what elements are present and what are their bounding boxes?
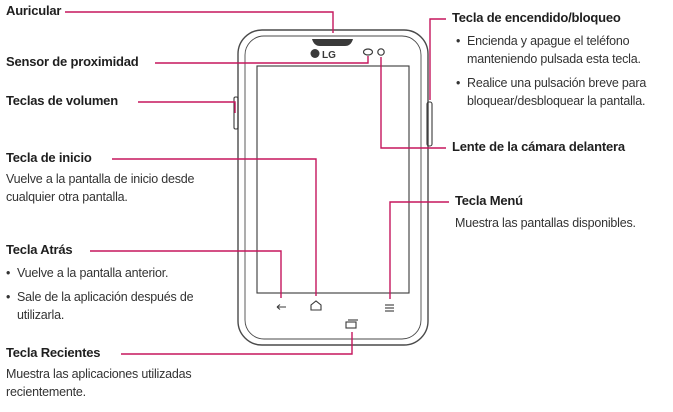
label-tecla-atras: Tecla Atrás [6,242,73,257]
recents-key-icon [345,319,358,329]
label-auricular: Auricular [6,3,62,18]
label-tecla-inicio: Tecla de inicio [6,150,92,165]
desc-tecla-recientes-line-1: Muestra las aplicaciones utilizadas [6,367,192,381]
label-tecla-menu: Tecla Menú [455,193,523,208]
lg-logo-icon [310,49,320,58]
phone-outline [237,29,429,346]
desc-tecla-menu: Muestra las pantallas disponibles. [455,216,636,230]
power-key [426,101,433,147]
label-tecla-recientes: Tecla Recientes [6,345,101,360]
desc-tecla-recientes-line-2: recientemente. [6,385,86,399]
back-key-icon [276,304,286,310]
proximity-sensor [362,48,374,56]
desc-tecla-inicio-line-2: cualquier otra pantalla. [6,190,128,204]
menu-key-icon [385,304,394,312]
bullet-encendido-2: Realice una pulsación breve para [456,75,646,92]
earpiece [312,39,353,46]
desc-tecla-inicio-line-1: Vuelve a la pantalla de inicio desde [6,172,195,186]
home-key-icon [310,300,322,311]
volume-keys [233,96,239,130]
bullet-encendido-1: Encienda y apague el teléfono [456,33,630,50]
bullet-tecla-atras-2: Sale de la aplicación después de [6,289,194,306]
bullet-tecla-atras-1: Vuelve a la pantalla anterior. [6,265,168,282]
screen [256,65,410,294]
lg-logo-text: LG [322,50,336,61]
label-teclas-volumen: Teclas de volumen [6,93,118,108]
label-lente-camara: Lente de la cámara delantera [452,139,625,154]
callout-lines [65,11,449,355]
bullet-encendido-1-cont: manteniendo pulsada esta tecla. [467,52,641,66]
bullet-encendido-2-cont: bloquear/desbloquear la pantalla. [467,94,646,108]
front-camera-lens [377,48,385,56]
label-tecla-encendido: Tecla de encendido/bloqueo [452,10,621,25]
bullet-tecla-atras-2-cont: utilizarla. [17,308,65,322]
label-sensor-proximidad: Sensor de proximidad [6,54,139,69]
